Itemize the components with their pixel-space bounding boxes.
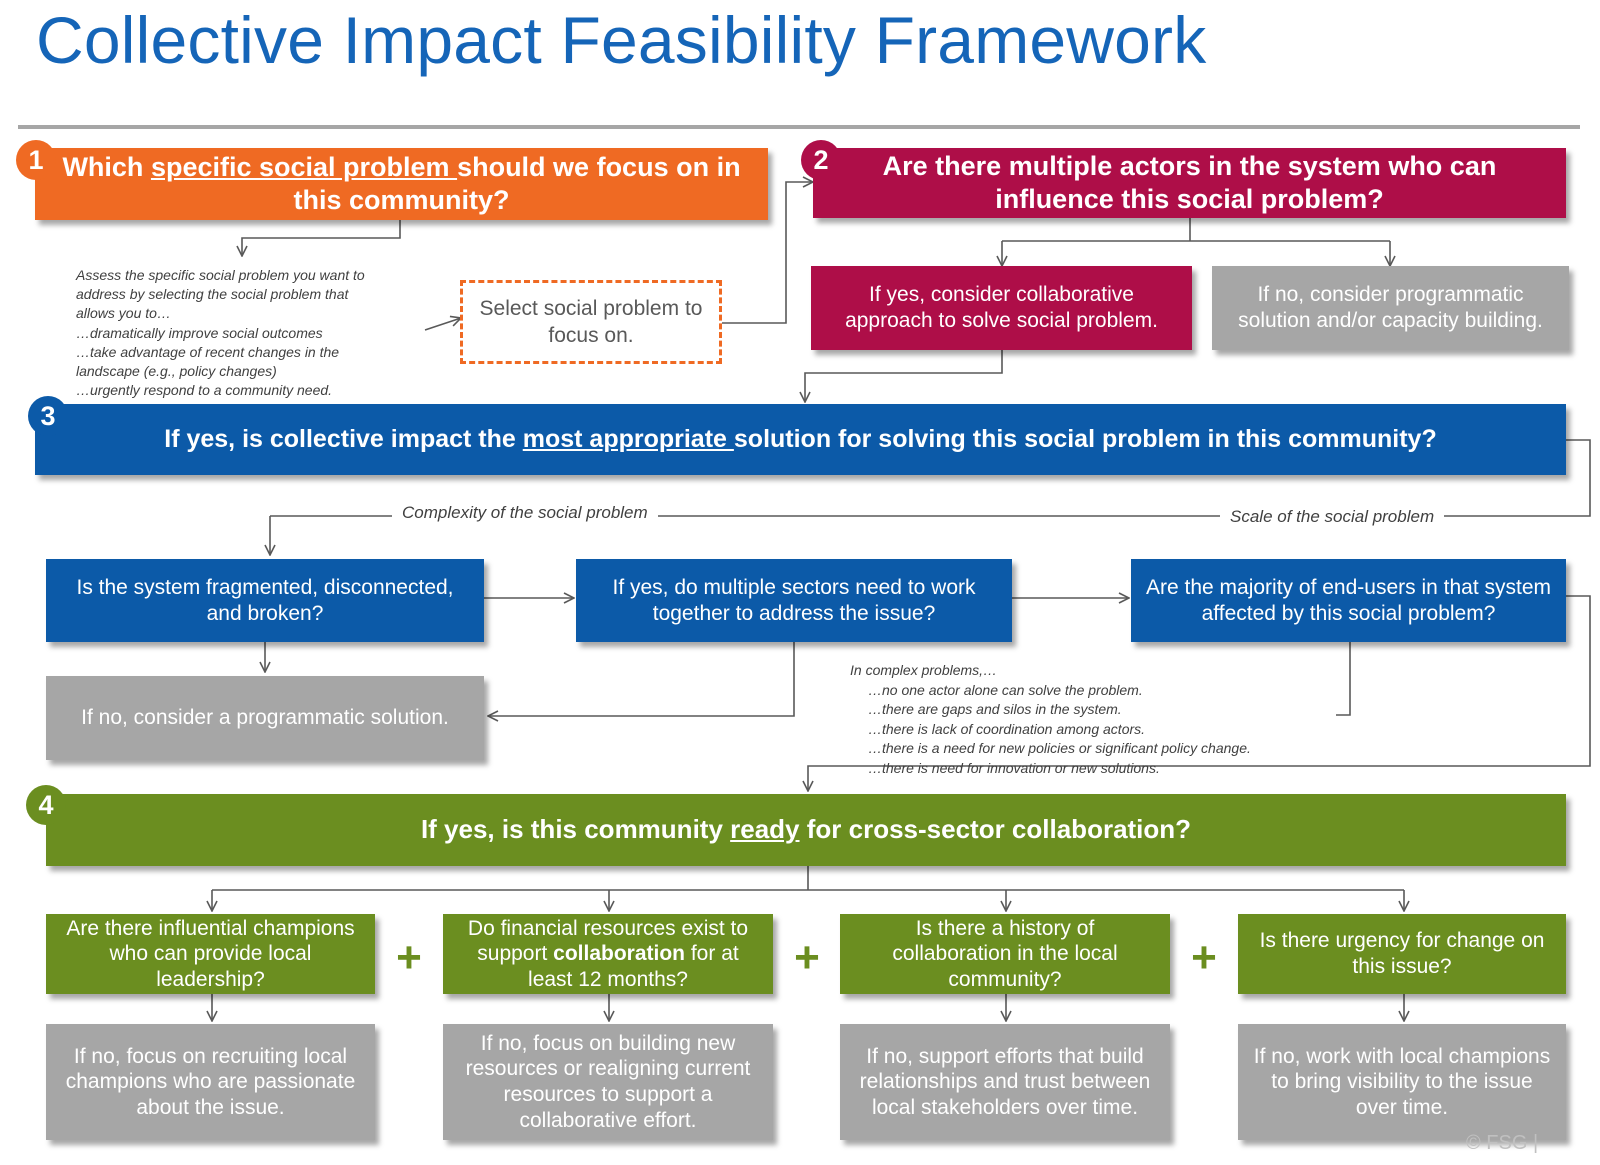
page-title: Collective Impact Feasibility Framework	[36, 3, 1207, 77]
plus-sign: +	[794, 933, 820, 982]
q-multiple-sectors: If yes, do multiple sectors need to work…	[576, 559, 1012, 642]
step1-number-badge: 1	[16, 140, 56, 180]
plus-sign: +	[1191, 933, 1217, 982]
step3-question-box: If yes, is collective impact the most ap…	[35, 404, 1566, 475]
criterion-champions: Are there influential champions who can …	[46, 914, 375, 994]
step4-question: If yes, is this community ready for cros…	[420, 814, 1192, 845]
step2-number-badge: 2	[801, 140, 841, 180]
no-programmatic-box: If no, consider a programmatic solution.	[46, 676, 484, 760]
step1-question-box: Which specific social problem should we …	[35, 148, 768, 220]
no-financial-box: If no, focus on building new resources o…	[443, 1024, 773, 1140]
step3-number-badge: 3	[28, 396, 68, 436]
complexity-label: Complexity of the social problem	[392, 503, 658, 523]
step2-question-box: Are there multiple actors in the system …	[813, 148, 1566, 218]
criterion-collaboration-history: Is there a history of collaboration in t…	[840, 914, 1170, 994]
step1-assessment-note: Assess the specific social problem you w…	[76, 267, 365, 399]
no-history-box: If no, support efforts that build relati…	[840, 1024, 1170, 1140]
no-champions-box: If no, focus on recruiting local champio…	[46, 1024, 375, 1140]
title-divider	[18, 125, 1580, 129]
step4-number-badge: 4	[26, 785, 66, 825]
step2-no-box: If no, consider programmatic solution an…	[1212, 266, 1569, 350]
step2-yes-box: If yes, consider collaborative approach …	[811, 266, 1192, 350]
q-system-fragmented: Is the system fragmented, disconnected, …	[46, 559, 484, 642]
step4-question-box: If yes, is this community ready for cros…	[46, 794, 1566, 866]
criterion-urgency: Is there urgency for change on this issu…	[1238, 914, 1566, 994]
no-urgency-box: If no, work with local champions to brin…	[1238, 1024, 1566, 1140]
complex-problems-note: In complex problems,… …no one actor alon…	[850, 662, 1251, 776]
scale-label: Scale of the social problem	[1220, 507, 1445, 527]
copyright: © FSG |	[1466, 1132, 1539, 1154]
select-social-problem-box: Select social problem to focus on.	[460, 280, 722, 364]
q-end-users: Are the majority of end-users in that sy…	[1131, 559, 1566, 642]
plus-sign: +	[396, 933, 422, 982]
step3-question: If yes, is collective impact the most ap…	[164, 425, 1437, 454]
criterion-financial-resources: Do financial resources exist to support …	[443, 914, 773, 994]
step1-question: Which specific social problem should we …	[62, 152, 741, 215]
